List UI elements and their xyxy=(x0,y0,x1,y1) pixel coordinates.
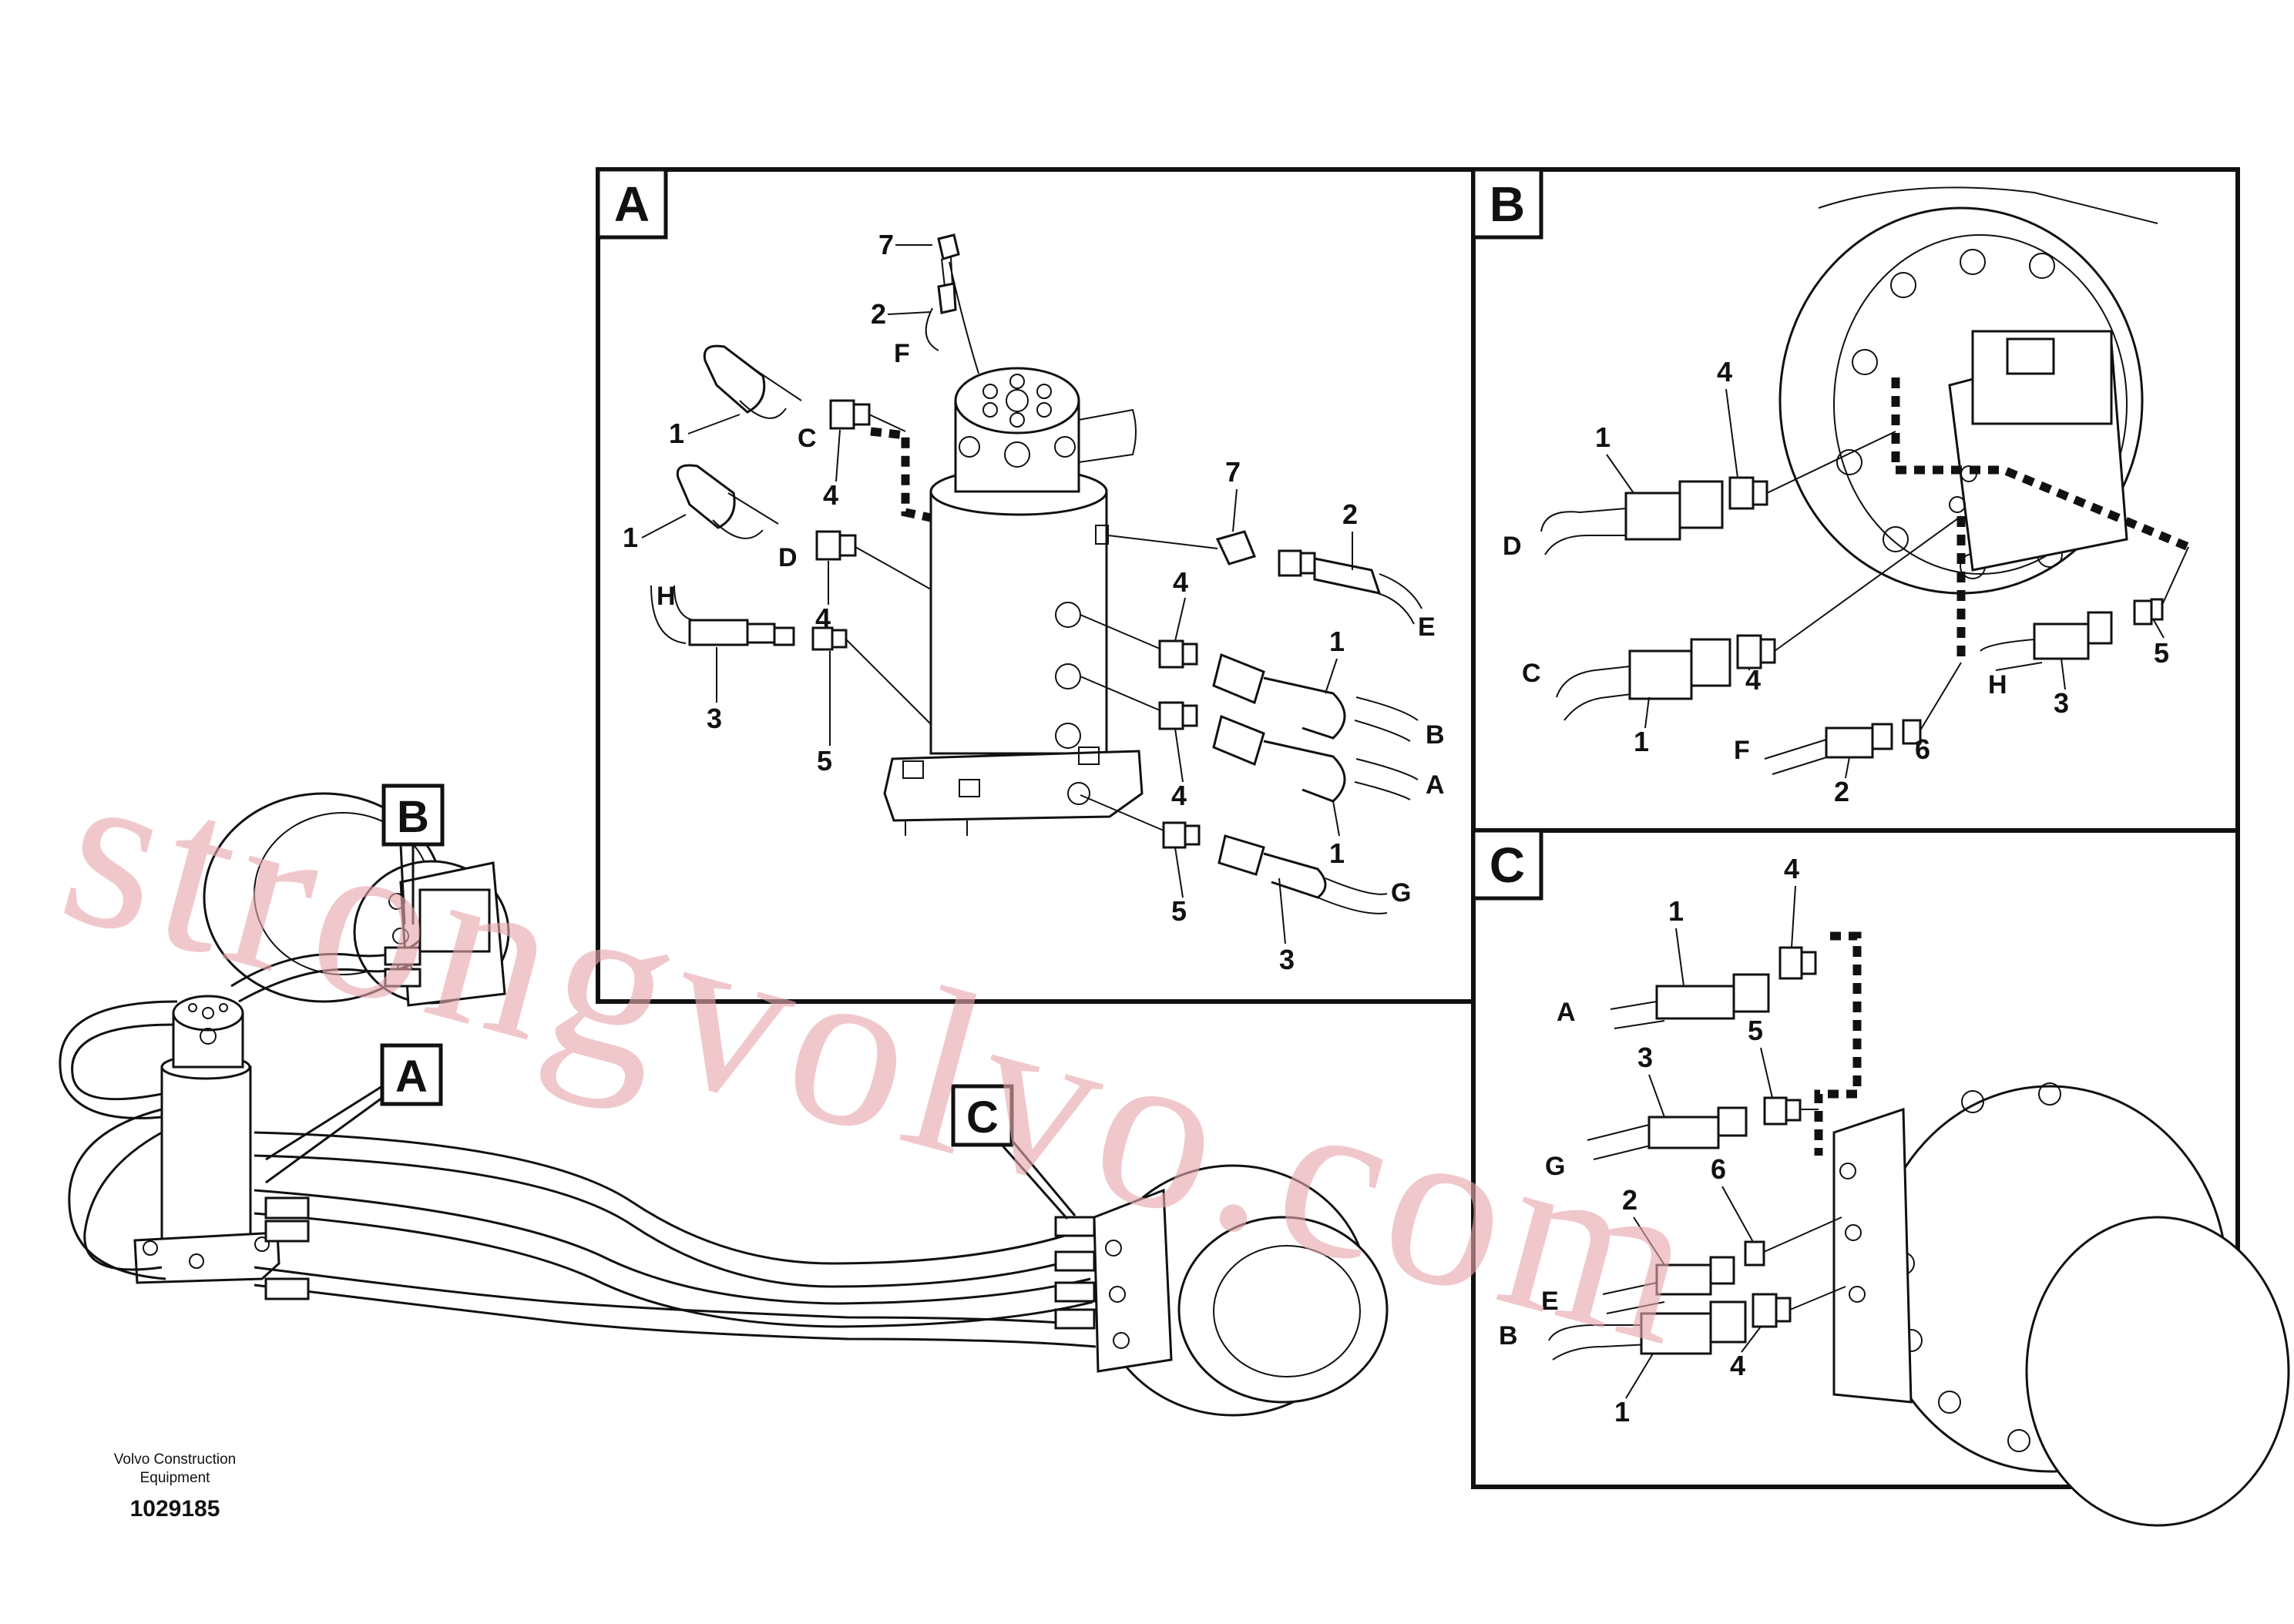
label-port-a-view-a: A xyxy=(1426,770,1445,800)
hose-end-c-view-b xyxy=(1556,515,1962,721)
label-part-7-right: 7 xyxy=(1225,456,1241,488)
hose-end-e-view-c xyxy=(1602,1216,1842,1314)
label-part-4-a-c: 4 xyxy=(1784,853,1799,884)
hose-end-a xyxy=(1080,676,1419,803)
travel-motor-c xyxy=(1832,1082,2290,1527)
label-part-5-h-b: 5 xyxy=(2154,637,2169,669)
hose-end-b-view-c xyxy=(1548,1286,1846,1361)
label-port-e-view-c: E xyxy=(1541,1287,1559,1316)
label-part-7-top: 7 xyxy=(878,229,894,260)
view-b-tag-box xyxy=(1471,167,1543,240)
label-part-1-c-b: 1 xyxy=(1634,726,1649,757)
footer-drawing-number: 1029185 xyxy=(130,1496,220,1522)
label-port-b-view-a: B xyxy=(1426,720,1445,750)
label-part-4-d-b: 4 xyxy=(1717,356,1732,388)
label-port-c-view-a: C xyxy=(798,424,817,453)
view-b-panel: B xyxy=(1471,167,2240,833)
overview-assembly xyxy=(59,792,1389,1417)
travel-motor-b xyxy=(1778,186,2158,595)
view-a-tag: A xyxy=(614,176,650,232)
overview-callout-b: B xyxy=(381,783,445,925)
label-part-2-e-c: 2 xyxy=(1622,1184,1637,1216)
label-port-f-view-b: F xyxy=(1734,736,1750,765)
overview-callout-c-label: C xyxy=(966,1092,999,1143)
overview-callout-a: A xyxy=(265,1043,443,1184)
label-part-4-d: 4 xyxy=(815,602,831,634)
label-port-h-view-b: H xyxy=(1988,670,2007,700)
view-a-panel: A xyxy=(596,167,1476,1004)
label-part-5-g: 5 xyxy=(1171,895,1187,927)
label-part-4-b-c: 4 xyxy=(1730,1350,1745,1381)
label-part-1-a-c: 1 xyxy=(1668,895,1684,927)
footer-company-line2: Equipment xyxy=(140,1470,211,1486)
overview-callout-b-label: B xyxy=(397,792,429,842)
label-part-5-h: 5 xyxy=(817,745,832,777)
overview-callout-a-label: A xyxy=(395,1052,428,1102)
label-part-5-g-c: 5 xyxy=(1748,1015,1763,1046)
label-part-2-e: 2 xyxy=(1342,498,1358,530)
label-part-3-h: 3 xyxy=(707,703,722,734)
sensor-7-top xyxy=(925,233,979,374)
label-part-4-b: 4 xyxy=(1173,566,1188,598)
label-part-1-b-c: 1 xyxy=(1614,1396,1630,1428)
hose-end-f-view-b xyxy=(1764,662,1962,775)
label-port-a-view-c: A xyxy=(1557,998,1576,1027)
label-part-1-c: 1 xyxy=(669,418,684,449)
view-c-tag-box xyxy=(1471,828,1543,901)
label-port-d-view-a: D xyxy=(778,543,798,572)
footer-company: Volvo Construction xyxy=(114,1451,236,1468)
label-part-1-d-b: 1 xyxy=(1595,421,1611,453)
label-part-6-e-c: 6 xyxy=(1711,1153,1726,1185)
label-part-2-top: 2 xyxy=(871,298,886,330)
label-port-d-view-b: D xyxy=(1503,532,1522,561)
label-part-2-f-b: 2 xyxy=(1834,776,1849,807)
hose-end-h-view-b xyxy=(1980,546,2189,671)
label-port-h-view-a: H xyxy=(657,582,676,611)
label-part-1-b: 1 xyxy=(1329,626,1345,657)
label-port-e-view-a: E xyxy=(1418,612,1436,642)
hose-end-h xyxy=(650,585,932,725)
view-a-tag-box xyxy=(596,167,668,240)
label-part-3-g-c: 3 xyxy=(1637,1042,1653,1073)
hose-end-g xyxy=(1080,794,1388,914)
label-port-f-view-a: F xyxy=(894,339,910,368)
label-part-1-a: 1 xyxy=(1329,837,1345,869)
fitting-7-right xyxy=(1107,530,1422,625)
label-part-4-a: 4 xyxy=(1171,780,1187,811)
label-part-4-c: 4 xyxy=(823,479,838,511)
label-part-1-d: 1 xyxy=(623,522,638,553)
overview-callout-c: C xyxy=(951,1084,1076,1220)
label-part-3-h-b: 3 xyxy=(2054,687,2069,719)
hose-end-d xyxy=(676,464,932,590)
label-part-3-g: 3 xyxy=(1279,944,1295,975)
view-b-tag: B xyxy=(1490,176,1525,232)
label-port-g-view-a: G xyxy=(1391,878,1411,908)
label-part-4-c-b: 4 xyxy=(1745,664,1761,696)
hose-end-d-view-b xyxy=(1540,431,1896,555)
hose-end-b xyxy=(1080,614,1419,742)
hose-end-a-view-c xyxy=(1610,946,1817,1029)
footer-block: Volvo Construction Equipment 1029185 xyxy=(114,1451,236,1522)
label-part-6-f-b: 6 xyxy=(1915,733,1930,765)
hose-end-c xyxy=(703,344,906,432)
swivel-joint xyxy=(883,367,1144,836)
label-port-c-view-b: C xyxy=(1522,659,1541,688)
label-port-g-view-c: G xyxy=(1545,1152,1565,1181)
view-c-panel: C xyxy=(1471,828,2290,1527)
hose-end-g-view-c xyxy=(1587,1096,1819,1160)
view-c-tag: C xyxy=(1490,837,1525,893)
label-port-b-view-c: B xyxy=(1499,1321,1518,1351)
